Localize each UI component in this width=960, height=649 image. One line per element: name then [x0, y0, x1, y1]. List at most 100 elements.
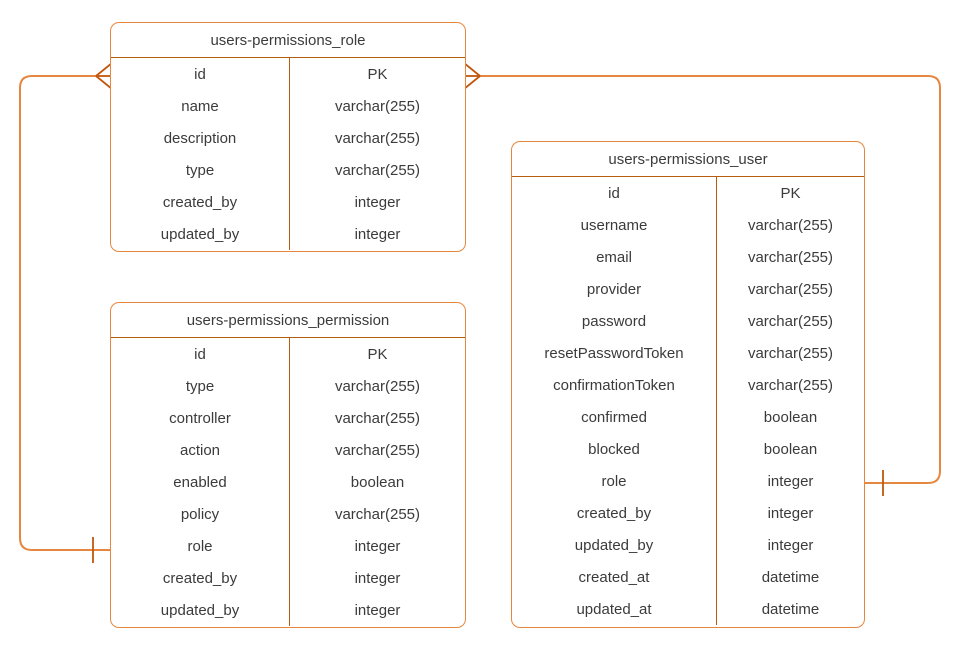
column-name: confirmationToken	[512, 369, 717, 401]
column-name: controller	[111, 402, 290, 434]
entity-columns-user: id PK username varchar(255) email varchar(255…	[512, 177, 864, 625]
column-name: created_by	[111, 562, 290, 594]
table-row[interactable]: updated_by integer	[111, 218, 465, 250]
column-type: varchar(255)	[334, 377, 421, 395]
table-row[interactable]: created_by integer	[512, 497, 864, 529]
table-row[interactable]: id PK	[512, 177, 864, 209]
table-row[interactable]: type varchar(255)	[111, 154, 465, 186]
table-row[interactable]: role integer	[111, 530, 465, 562]
column-type: boolean	[350, 473, 405, 491]
column-type: varchar(255)	[334, 97, 421, 115]
column-name: updated_at	[512, 593, 717, 625]
table-row[interactable]: id PK	[111, 58, 465, 90]
table-row[interactable]: resetPasswordToken varchar(255)	[512, 337, 864, 369]
column-name: email	[512, 241, 717, 273]
column-type: varchar(255)	[747, 344, 834, 362]
column-type: integer	[354, 601, 401, 619]
column-name: id	[111, 58, 290, 90]
column-type: PK	[780, 184, 801, 202]
table-row[interactable]: enabled boolean	[111, 466, 465, 498]
column-name: resetPasswordToken	[512, 337, 717, 369]
column-type: boolean	[763, 408, 818, 426]
column-name: type	[111, 154, 290, 186]
relationship-role-permission	[19, 75, 110, 551]
table-row[interactable]: role integer	[512, 465, 864, 497]
column-type: PK	[367, 345, 388, 363]
column-name: name	[111, 90, 290, 122]
column-type: integer	[354, 225, 401, 243]
column-type: integer	[767, 536, 814, 554]
column-name: role	[111, 530, 290, 562]
relationship-line-role-permission	[19, 75, 110, 551]
column-name: password	[512, 305, 717, 337]
column-name: updated_by	[111, 218, 290, 250]
crow-foot-prong	[463, 62, 481, 77]
table-row[interactable]: action varchar(255)	[111, 434, 465, 466]
table-row[interactable]: created_at datetime	[512, 561, 864, 593]
table-row[interactable]: created_by integer	[111, 186, 465, 218]
column-type: integer	[767, 472, 814, 490]
column-name: provider	[512, 273, 717, 305]
column-name: enabled	[111, 466, 290, 498]
column-name: type	[111, 370, 290, 402]
column-name: updated_by	[512, 529, 717, 561]
column-name: action	[111, 434, 290, 466]
column-name: updated_by	[111, 594, 290, 626]
table-row[interactable]: provider varchar(255)	[512, 273, 864, 305]
column-type: varchar(255)	[747, 376, 834, 394]
column-type: integer	[354, 569, 401, 587]
column-type: integer	[767, 504, 814, 522]
table-row[interactable]: updated_by integer	[111, 594, 465, 626]
column-type: varchar(255)	[334, 409, 421, 427]
column-name: created_by	[111, 186, 290, 218]
column-name: created_at	[512, 561, 717, 593]
table-row[interactable]: id PK	[111, 338, 465, 370]
column-type: varchar(255)	[747, 248, 834, 266]
table-row[interactable]: confirmationToken varchar(255)	[512, 369, 864, 401]
table-row[interactable]: policy varchar(255)	[111, 498, 465, 530]
table-row[interactable]: blocked boolean	[512, 433, 864, 465]
column-type: varchar(255)	[334, 441, 421, 459]
column-type: integer	[354, 537, 401, 555]
column-type: boolean	[763, 440, 818, 458]
column-name: blocked	[512, 433, 717, 465]
entity-title-permission: users-permissions_permission	[111, 303, 465, 338]
table-row[interactable]: type varchar(255)	[111, 370, 465, 402]
entity-columns-permission: id PK type varchar(255) controller varchar(25…	[111, 338, 465, 626]
table-row[interactable]: confirmed boolean	[512, 401, 864, 433]
column-name: role	[512, 465, 717, 497]
column-type: varchar(255)	[747, 312, 834, 330]
table-row[interactable]: name varchar(255)	[111, 90, 465, 122]
column-type: PK	[367, 65, 388, 83]
table-row[interactable]: created_by integer	[111, 562, 465, 594]
column-name: id	[111, 338, 290, 370]
column-type: varchar(255)	[747, 280, 834, 298]
table-row[interactable]: updated_by integer	[512, 529, 864, 561]
column-type: datetime	[761, 600, 820, 618]
table-row[interactable]: password varchar(255)	[512, 305, 864, 337]
column-type: datetime	[761, 568, 820, 586]
table-row[interactable]: updated_at datetime	[512, 593, 864, 625]
table-row[interactable]: controller varchar(255)	[111, 402, 465, 434]
column-name: description	[111, 122, 290, 154]
column-type: varchar(255)	[334, 505, 421, 523]
column-name: created_by	[512, 497, 717, 529]
column-name: id	[512, 177, 717, 209]
column-type: varchar(255)	[747, 216, 834, 234]
table-row[interactable]: username varchar(255)	[512, 209, 864, 241]
column-name: username	[512, 209, 717, 241]
column-type: varchar(255)	[334, 161, 421, 179]
table-row[interactable]: email varchar(255)	[512, 241, 864, 273]
entity-title-user: users-permissions_user	[512, 142, 864, 177]
column-name: confirmed	[512, 401, 717, 433]
crow-foot-prong	[463, 75, 481, 90]
column-type: integer	[354, 193, 401, 211]
column-name: policy	[111, 498, 290, 530]
crow-foot-icon-role-right	[463, 62, 481, 90]
